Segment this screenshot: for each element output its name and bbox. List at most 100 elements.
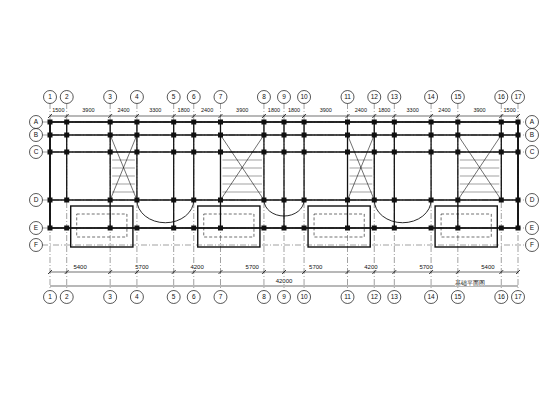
column — [302, 198, 307, 203]
dimension-tick — [499, 270, 503, 274]
axis-bubble — [425, 291, 438, 304]
column — [392, 133, 397, 138]
dimension-text: 1500 — [52, 108, 64, 114]
column — [108, 120, 113, 125]
dimension-text: 3900 — [473, 108, 485, 114]
axis-bubble — [187, 91, 200, 104]
dimension-tick — [135, 114, 139, 118]
column — [345, 133, 350, 138]
axis-number: 9 — [282, 294, 286, 301]
axis-bubble — [388, 91, 401, 104]
axis-number: 13 — [391, 94, 398, 101]
stair-line — [348, 135, 375, 200]
dimension-text: 1800 — [378, 108, 390, 114]
column — [171, 150, 176, 155]
axis-number: 9 — [282, 94, 286, 101]
column — [302, 133, 307, 138]
axis-bubble — [60, 91, 73, 104]
stair-tread — [460, 184, 499, 185]
column — [108, 133, 113, 138]
axis-letter: B — [34, 132, 38, 139]
dimension-text: 1800 — [268, 108, 280, 114]
axis-bubble — [526, 222, 539, 235]
column — [392, 150, 397, 155]
stair-line — [110, 135, 137, 200]
axis-bubble — [451, 291, 464, 304]
column — [218, 226, 223, 231]
axis-line — [110, 103, 111, 291]
stair-tread — [460, 176, 499, 177]
axis-letter: D — [530, 197, 535, 204]
axis-letter: A — [34, 119, 38, 126]
axis-letter: B — [530, 132, 534, 139]
dimension-tick — [172, 114, 176, 118]
column — [108, 198, 113, 203]
bay-window-arc — [137, 200, 194, 223]
axis-bubble — [451, 91, 464, 104]
column — [392, 120, 397, 125]
slab-edge — [77, 214, 127, 237]
column — [191, 226, 196, 231]
column — [372, 150, 377, 155]
column — [455, 198, 460, 203]
axis-letter: F — [34, 242, 38, 249]
stair-line — [348, 135, 375, 200]
dimension-text: 3900 — [320, 108, 332, 114]
axis-bubble — [30, 116, 43, 129]
dimension-text: 2400 — [117, 108, 129, 114]
wall — [110, 122, 111, 228]
axis-line — [220, 103, 221, 291]
axis-number: 14 — [427, 294, 434, 301]
balcony — [71, 206, 133, 247]
axis-bubble — [278, 91, 291, 104]
axis-bubble — [341, 291, 354, 304]
column — [261, 198, 266, 203]
axis-letter: C — [530, 149, 535, 156]
axis-bubble — [368, 91, 381, 104]
column — [516, 198, 521, 203]
column — [372, 120, 377, 125]
stair-tread — [222, 192, 261, 193]
wall — [457, 122, 458, 228]
dimension-text: 5400 — [481, 264, 494, 270]
column — [134, 150, 139, 155]
axis-number: 5 — [172, 294, 176, 301]
axis-number: 17 — [514, 294, 521, 301]
axis-number: 5 — [172, 94, 176, 101]
column — [48, 198, 53, 203]
axis-bubble — [512, 291, 525, 304]
axis-number: 11 — [344, 294, 351, 301]
column — [218, 198, 223, 203]
slab-edge — [204, 214, 254, 237]
column — [218, 150, 223, 155]
dimension-text: 1500 — [504, 108, 516, 114]
drawing-title: 基础平面图 — [455, 280, 485, 286]
dimension-text: 5700 — [135, 264, 148, 270]
axis-number: 6 — [192, 94, 196, 101]
axis-number: 2 — [65, 294, 69, 301]
column — [345, 120, 350, 125]
wall — [347, 122, 348, 228]
axis-line — [374, 103, 375, 291]
stair-tread — [350, 192, 373, 193]
column — [64, 133, 69, 138]
dimension-line — [50, 286, 518, 287]
dimension-text: 1800 — [178, 108, 190, 114]
column — [372, 226, 377, 231]
axis-number: 4 — [135, 94, 139, 101]
stair-tread — [350, 176, 373, 177]
column — [372, 198, 377, 203]
stair-tread — [350, 184, 373, 185]
axis-bubble — [278, 291, 291, 304]
axis-number: 16 — [498, 294, 505, 301]
column — [429, 226, 434, 231]
dimension-text: 5400 — [73, 264, 86, 270]
dimension-text: 5700 — [419, 264, 432, 270]
column — [345, 150, 350, 155]
dimension-tick — [218, 114, 222, 118]
dimension-tick — [65, 114, 69, 118]
axis-bubble — [257, 291, 270, 304]
axis-number: 8 — [262, 94, 266, 101]
axis-line — [347, 103, 348, 291]
